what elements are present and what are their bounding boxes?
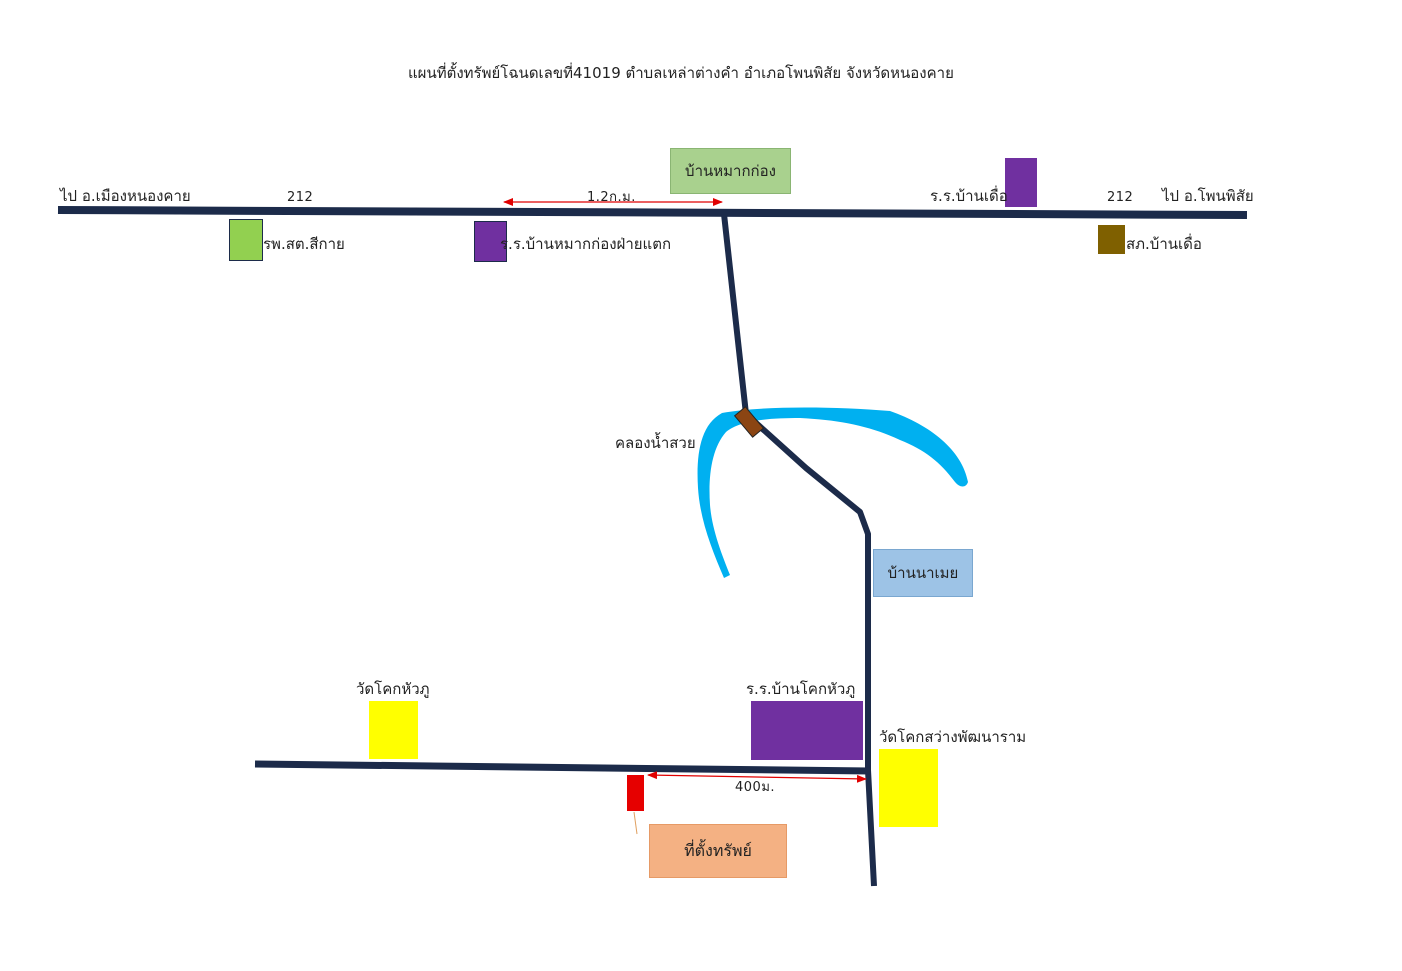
- clinic-label: รพ.สต.สีกาย: [263, 235, 345, 253]
- police-station-marker: [1098, 225, 1125, 254]
- canal-river: [697, 407, 968, 578]
- direction-label-left: ไป อ.เมืองหนองคาย: [60, 187, 191, 205]
- school-mak-kong-label: ร.ร.บ้านหมากก่องฝ่ายแตก: [500, 235, 672, 253]
- village-ban-na-moei: บ้านนาเมย: [873, 549, 973, 597]
- village-ban-mak-kong: บ้านหมากก่อง: [670, 148, 791, 194]
- wat-khok-sawang-label: วัดโคกสว่างพัฒนาราม: [879, 728, 1027, 746]
- police-station-label: สภ.บ้านเดื่อ: [1126, 235, 1202, 253]
- wat-khok-hua-phu-label: วัดโคกหัวภู: [356, 680, 430, 698]
- canal-label: คลองน้ำสวย: [615, 434, 696, 452]
- distance-label-bottom: 400ม.: [735, 780, 776, 795]
- distance-arrow-bottom: [647, 771, 867, 783]
- school-ban-duea-label: ร.ร.บ้านเดื่อ: [930, 187, 1008, 205]
- property-marker: [627, 775, 644, 811]
- direction-label-right: ไป อ.โพนพิสัย: [1162, 187, 1254, 205]
- wat-khok-sawang-marker: [879, 749, 938, 827]
- wat-khok-hua-phu-marker: [369, 701, 418, 759]
- school-mak-kong-marker: [474, 221, 507, 262]
- property-label: ที่ตั้งทรัพย์: [649, 824, 787, 878]
- school-khok-hua-phu-label: ร.ร.บ้านโคกหัวภู: [746, 680, 856, 698]
- route-number-right: 212: [1107, 190, 1134, 205]
- distance-label-top: 1.2ก.ม.: [587, 190, 636, 205]
- bottom-road: [254, 760, 871, 775]
- main-road-212: [57, 206, 1248, 219]
- route-number-left: 212: [287, 190, 314, 205]
- map-title: แผนที่ตั้งทรัพย์โฉนดเลขที่41019 ตำบลเหล่…: [408, 64, 954, 82]
- clinic-marker: [229, 219, 263, 261]
- property-pointer-line: [633, 811, 638, 835]
- bridge-marker: [733, 406, 765, 438]
- school-ban-duea-marker: [1005, 158, 1037, 207]
- school-khok-hua-phu-marker: [751, 701, 863, 760]
